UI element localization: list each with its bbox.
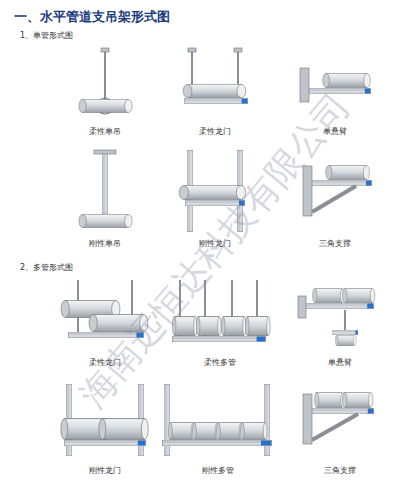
figure-caption: 单悬臂 [323, 126, 347, 137]
figure-caption: 柔性龙门 [199, 126, 231, 137]
figure-caption: 刚性多管 [202, 465, 234, 476]
figure-caption: 三角支撑 [324, 465, 356, 476]
figure-caption: 柔性单吊 [89, 126, 121, 137]
page-title: 一、水平管道支吊架形式图 [14, 8, 170, 26]
figure-caption: 三角支撑 [319, 238, 351, 249]
section-heading: 2、多管形式图 [20, 262, 73, 273]
figure-caption: 刚性龙门 [89, 465, 121, 476]
figure-caption: 单悬臂 [328, 357, 352, 368]
figure-caption: 柔性多管 [204, 357, 236, 368]
figure-caption: 刚性单吊 [89, 238, 121, 249]
figure-caption: 柔性龙门 [89, 357, 121, 368]
figure-caption: 刚性龙门 [199, 238, 231, 249]
section-heading: 1、单管形式图 [20, 30, 73, 41]
